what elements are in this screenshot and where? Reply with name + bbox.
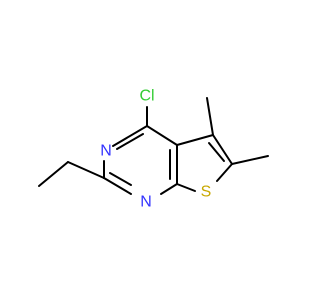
bond-c2-n1	[103, 177, 132, 195]
atom-sulfur: S	[201, 184, 212, 201]
bond-c5-c3a	[176, 134, 214, 146]
bond-c6-c5-inner	[208, 142, 225, 162]
bond-c3a-c4	[146, 125, 178, 146]
bond-c5-methyl	[206, 97, 214, 136]
bonds	[38, 97, 269, 195]
bond-s-c6	[216, 163, 233, 182]
atom-nitrogen-bottom: N	[140, 194, 152, 211]
atom-chlorine: Cl	[139, 88, 154, 105]
bond-c2-n1-inner	[109, 172, 132, 186]
bond-c6-c5	[212, 134, 233, 165]
bond-c6-methyl	[231, 155, 269, 165]
molecule-diagram: Cl N N S	[38, 88, 269, 211]
bond-c4-n3	[112, 125, 148, 147]
bond-c7a-s	[176, 183, 196, 192]
atom-nitrogen-top: N	[100, 143, 112, 160]
structure-drawing: Cl N N S	[38, 88, 269, 211]
atom-labels: Cl N N S	[100, 88, 211, 211]
bond-n1-c7a	[160, 183, 178, 195]
bond-c2-ch2	[67, 161, 105, 179]
bond-c4-n3-inner	[116, 133, 144, 150]
bond-ch2-ch3	[38, 161, 69, 187]
